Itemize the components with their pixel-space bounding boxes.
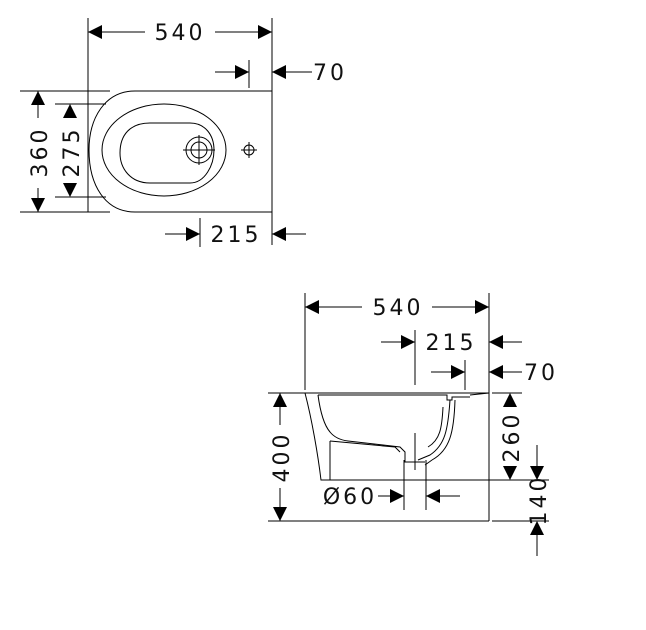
bowl-rim: [101, 103, 227, 197]
side-view: 540 215 70 400 260 140 Ø60: [268, 293, 558, 556]
side-drain-offset-label: 215: [426, 331, 477, 356]
basin: [119, 122, 215, 184]
top-bowl-depth-label: 275: [60, 127, 85, 178]
top-rear-offset-label: 70: [313, 61, 347, 86]
side-drain-diameter-label: Ø60: [323, 485, 377, 510]
side-lower-height-label: 140: [527, 475, 552, 526]
top-view: 540 70 360 275 215: [20, 18, 347, 248]
top-width-label: 540: [155, 21, 206, 46]
side-height-label: 400: [270, 432, 295, 483]
side-rear-offset-label: 70: [524, 361, 558, 386]
side-upper-height-label: 260: [500, 412, 525, 463]
top-drain-offset-label: 215: [211, 223, 262, 248]
side-width-label: 540: [373, 296, 424, 321]
bidet-outline-side: [304, 392, 490, 481]
top-depth-label: 360: [28, 127, 53, 178]
bidet-outline-top: [88, 90, 273, 213]
